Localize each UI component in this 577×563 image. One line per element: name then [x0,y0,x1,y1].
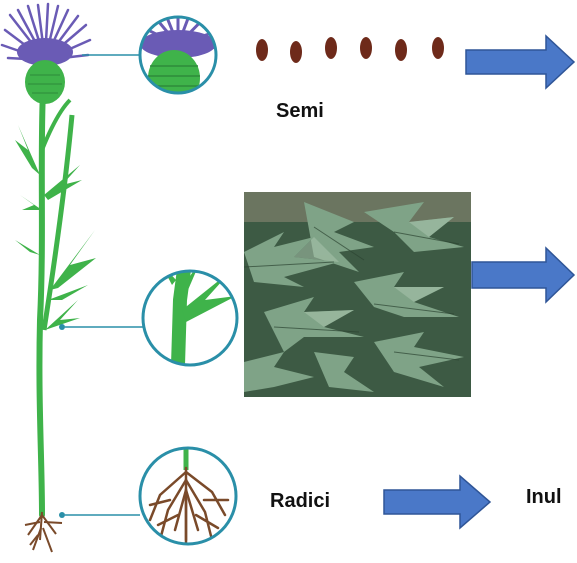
seeds-arrow-icon [466,36,574,88]
callout-lines [65,55,143,515]
root-callout [140,448,236,545]
roots-arrow-icon [384,476,490,528]
stem-callout [143,262,237,365]
plant-roots [25,512,62,552]
seed-icon [395,39,407,61]
stem-leaves [15,125,96,330]
leaves-arrow-icon [472,248,574,302]
seeds-row [256,37,444,63]
root-callout-dot [59,512,65,518]
roots-product-label: Inul [526,486,562,509]
seed-icon [256,39,268,61]
upper-branch [42,100,70,150]
seeds-label: Semi [276,100,324,123]
seed-icon [290,41,302,63]
seed-icon [325,37,337,59]
main-stem [39,90,43,515]
seed-icon [360,37,372,59]
flower-callout [136,0,222,106]
thistle-plant [2,4,96,552]
roots-label: Radici [270,490,330,513]
thistle-flower-icon [2,4,90,104]
seed-icon [432,37,444,59]
thistle-leaf-photo [244,192,471,397]
stem-callout-dot [59,324,65,330]
